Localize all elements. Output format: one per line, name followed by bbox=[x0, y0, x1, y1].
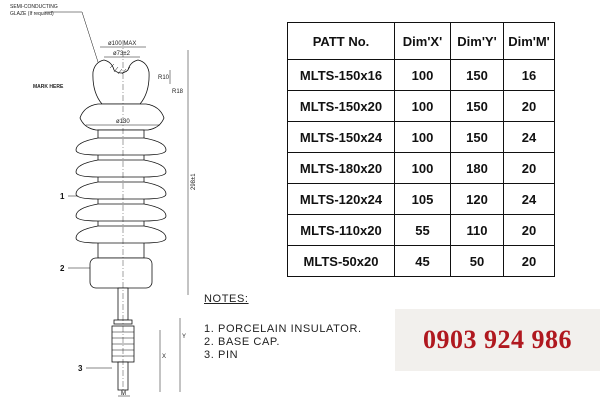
table-row: MLTS-180x20 100 180 20 bbox=[287, 152, 555, 184]
note-item: 1. PORCELAIN INSULATOR. bbox=[204, 323, 362, 335]
cell-dim-y: 150 bbox=[450, 121, 504, 153]
callout-2: 2 bbox=[60, 264, 65, 273]
cell-dim-x: 100 bbox=[394, 90, 451, 122]
insulator-head bbox=[92, 59, 150, 105]
table-header-row: PATT No. Dim'X' Dim'Y' Dim'M' bbox=[287, 22, 555, 60]
notes-block: NOTES: 1. PORCELAIN INSULATOR. 2. BASE C… bbox=[204, 293, 362, 362]
cell-dim-m: 24 bbox=[503, 121, 555, 153]
notes-title: NOTES: bbox=[204, 293, 249, 305]
mark-here-label: MARK HERE bbox=[33, 84, 64, 90]
cell-dim-x: 100 bbox=[394, 152, 451, 184]
dim-r10-label: R10 bbox=[158, 75, 170, 81]
phone-number[interactable]: 0903 924 986 bbox=[423, 325, 572, 354]
cell-dim-y: 150 bbox=[450, 90, 504, 122]
callout-3: 3 bbox=[78, 364, 83, 373]
table-row: MLTS-150x24 100 150 24 bbox=[287, 121, 555, 153]
dim-r18-label: R18 bbox=[172, 89, 184, 95]
dim-m-label: M bbox=[121, 391, 126, 397]
dim-130-label: ø130 bbox=[116, 119, 130, 125]
cell-dim-m: 20 bbox=[503, 214, 555, 246]
cell-dim-m: 20 bbox=[503, 90, 555, 122]
cell-dim-y: 150 bbox=[450, 59, 504, 91]
cell-dim-x: 55 bbox=[394, 214, 451, 246]
insulator-drawing: SEMI-CONDUCTING GLAZE (If required) MARK… bbox=[10, 4, 197, 397]
cell-dim-m: 20 bbox=[503, 152, 555, 184]
cell-patt: MLTS-150x16 bbox=[287, 59, 395, 91]
spec-table: PATT No. Dim'X' Dim'Y' Dim'M' MLTS-150x1… bbox=[287, 22, 555, 277]
cell-dim-x: 100 bbox=[394, 121, 451, 153]
dim-groove-label: ø73±2 bbox=[113, 51, 131, 57]
dim-y-label: Y bbox=[182, 334, 186, 340]
cell-dim-x: 100 bbox=[394, 59, 451, 91]
cell-patt: MLTS-50x20 bbox=[287, 245, 395, 277]
dim-298-label: 298±1 bbox=[191, 173, 197, 190]
cell-dim-y: 180 bbox=[450, 152, 504, 184]
cell-patt: MLTS-180x20 bbox=[287, 152, 395, 184]
header-dim-x: Dim'X' bbox=[394, 22, 451, 60]
note-item: 3. PIN bbox=[204, 349, 239, 361]
glaze-label-line2: GLAZE (If required) bbox=[10, 11, 54, 17]
table-row: MLTS-110x20 55 110 20 bbox=[287, 214, 555, 246]
cell-dim-y: 120 bbox=[450, 183, 504, 215]
top-flange bbox=[79, 103, 165, 131]
cell-dim-y: 50 bbox=[450, 245, 504, 277]
cell-dim-m: 16 bbox=[503, 59, 555, 91]
cell-patt: MLTS-150x24 bbox=[287, 121, 395, 153]
insulator-sheds bbox=[75, 137, 167, 244]
callout-1: 1 bbox=[60, 192, 65, 201]
cell-dim-y: 110 bbox=[450, 214, 504, 246]
cell-dim-m: 20 bbox=[503, 245, 555, 277]
dim-max-label: ø100 MAX bbox=[108, 41, 136, 47]
table-row: MLTS-120x24 105 120 24 bbox=[287, 183, 555, 215]
table-row: MLTS-150x16 100 150 16 bbox=[287, 59, 555, 91]
dim-x-label: X bbox=[162, 354, 166, 360]
phone-banner: 0903 924 986 bbox=[395, 309, 600, 371]
cell-dim-x: 105 bbox=[394, 183, 451, 215]
glaze-label-line1: SEMI-CONDUCTING bbox=[10, 4, 58, 10]
note-item: 2. BASE CAP. bbox=[204, 336, 281, 348]
cell-patt: MLTS-120x24 bbox=[287, 183, 395, 215]
header-dim-m: Dim'M' bbox=[503, 22, 555, 60]
cell-dim-m: 24 bbox=[503, 183, 555, 215]
header-patt-no: PATT No. bbox=[287, 22, 395, 60]
header-dim-y: Dim'Y' bbox=[450, 22, 504, 60]
cell-patt: MLTS-110x20 bbox=[287, 214, 395, 246]
table-row: MLTS-150x20 100 150 20 bbox=[287, 90, 555, 122]
table-row: MLTS-50x20 45 50 20 bbox=[287, 245, 555, 277]
base-cap bbox=[89, 257, 153, 289]
cell-dim-x: 45 bbox=[394, 245, 451, 277]
cell-patt: MLTS-150x20 bbox=[287, 90, 395, 122]
